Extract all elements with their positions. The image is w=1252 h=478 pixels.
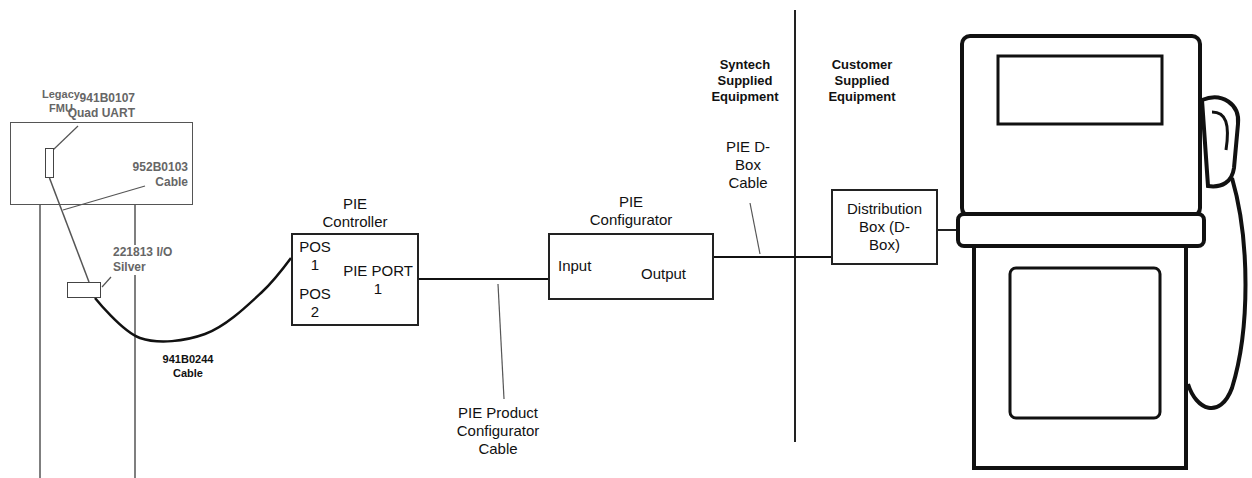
fuel-dispenser	[958, 36, 1246, 468]
leader-line	[498, 284, 504, 399]
distribution-box: Distribution Box (D-Box)	[831, 189, 938, 265]
port-label: POS 2	[296, 285, 334, 321]
leader-line	[53, 126, 78, 150]
cable-label: 941B0244 Cable	[156, 352, 220, 380]
port-label: PIE PORT 1	[342, 262, 414, 298]
dispenser-head	[962, 36, 1200, 216]
uart-card: 941B0107 Quad UART	[45, 148, 54, 178]
leader-line	[102, 277, 111, 287]
node-heading: PIE Controller	[310, 195, 400, 231]
cable-label: PIE D-Box Cable	[721, 138, 775, 192]
region-label: Customer Supplied Equipment	[820, 57, 904, 105]
hose	[1188, 178, 1246, 408]
box-text: Distribution Box (D-Box)	[847, 200, 922, 254]
port-label: POS 1	[296, 238, 334, 274]
controller-box: PIE ControllerPOS 1POS 2PIE PORT 1	[291, 233, 419, 326]
cable-connector	[50, 178, 90, 282]
dispenser-panel	[1010, 268, 1160, 418]
nozzle	[1202, 97, 1238, 186]
dispenser-screen	[998, 56, 1162, 124]
cable-label: 952B0103 Cable	[130, 160, 188, 190]
port-label: Output	[641, 265, 686, 283]
cable-label: PIE Product Configurator Cable	[443, 404, 553, 458]
cable-connector	[419, 278, 548, 280]
supply-boundary	[794, 10, 796, 442]
callout-label: 221813 I/O Silver	[113, 245, 179, 275]
port-label: Input	[558, 257, 591, 275]
leader-line	[63, 186, 145, 210]
region-label: Syntech Supplied Equipment	[706, 57, 784, 105]
cable-connector	[714, 256, 831, 258]
leader-lines	[53, 126, 760, 399]
leader-line	[750, 203, 760, 254]
node-heading: PIE Configurator	[581, 193, 681, 229]
callout-label: 941B0107 Quad UART	[60, 91, 135, 121]
dispenser-body	[974, 246, 1186, 468]
configurator-box: PIE ConfiguratorInputOutput	[548, 233, 714, 300]
io-board: 221813 I/O Silver	[67, 282, 101, 298]
fmu-leg	[39, 205, 41, 478]
dispenser-band	[958, 214, 1204, 246]
nozzle-grip	[1212, 112, 1227, 150]
